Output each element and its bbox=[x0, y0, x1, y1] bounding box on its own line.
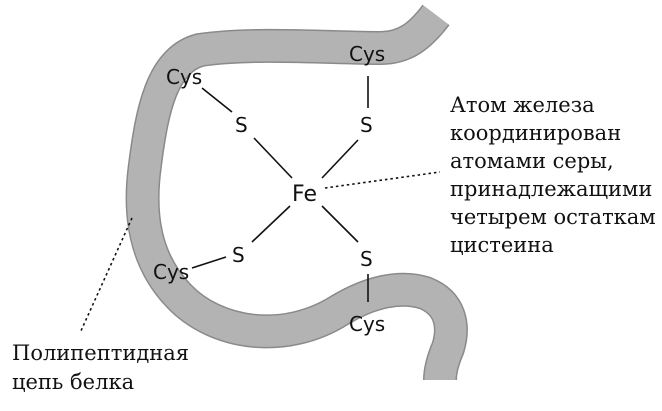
polypeptide-chain-note: Полипептидная цепь белка bbox=[12, 341, 196, 394]
polypeptide-chain bbox=[125, 4, 468, 381]
sulfur-atom-bottom-right: S bbox=[360, 247, 373, 271]
bonds bbox=[191, 76, 369, 302]
iron-note-line: четырем остаткам bbox=[450, 205, 656, 229]
chain-note-line: цепь белка bbox=[12, 370, 134, 394]
iron-note-line: координирован bbox=[450, 121, 621, 145]
leader-lines bbox=[79, 171, 441, 334]
cysteine-label-top-right: Cys bbox=[349, 42, 385, 66]
sulfur-atom-bottom-left: S bbox=[232, 243, 245, 267]
bond-s-cys-bottom-left bbox=[191, 256, 227, 269]
iron-note-line: принадлежащими bbox=[450, 177, 652, 201]
chain-note-line: Полипептидная bbox=[12, 341, 189, 365]
polypeptide-chain-fill bbox=[127, 5, 467, 381]
cysteine-label-bottom-right: Cys bbox=[349, 312, 385, 336]
bond-fe-s-bottom-right bbox=[321, 205, 359, 243]
iron-atom-label: Fe bbox=[292, 182, 317, 207]
iron-coordination-note: Атом железа координирован атомами серы, … bbox=[450, 93, 662, 257]
cysteine-label-top-left: Cys bbox=[166, 65, 202, 89]
cysteine-label-bottom-left: Cys bbox=[153, 260, 189, 284]
chain-note-leader bbox=[79, 217, 133, 334]
bond-s-cys-top-left bbox=[201, 87, 233, 113]
iron-note-line: Атом железа bbox=[450, 93, 595, 117]
bond-fe-s-bottom-left bbox=[251, 205, 291, 243]
iron-note-line: цистеина bbox=[450, 233, 554, 257]
iron-note-line: атомами серы, bbox=[450, 149, 614, 173]
iron-note-leader bbox=[324, 171, 441, 189]
bond-fe-s-top-left bbox=[253, 137, 293, 179]
bond-fe-s-top-right bbox=[321, 139, 359, 179]
sulfur-atom-top-left: S bbox=[235, 113, 248, 137]
sulfur-atom-top-right: S bbox=[360, 113, 373, 137]
